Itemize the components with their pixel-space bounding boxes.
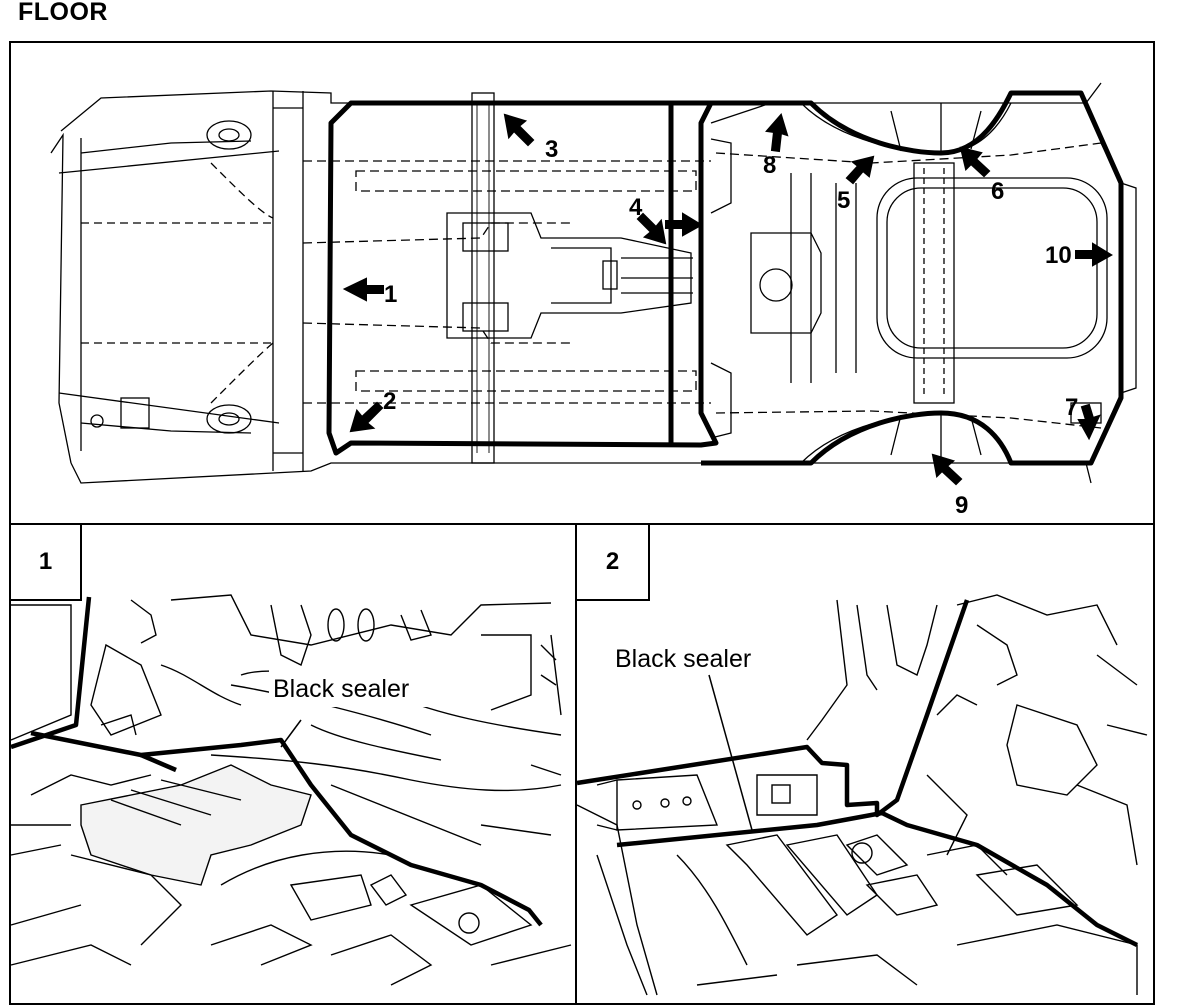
detail-2-label: Black sealer: [615, 645, 751, 673]
arrow-4a-icon: [636, 212, 667, 245]
detail-2-diagram: Black sealer: [576, 594, 1148, 996]
callout-4: 4: [629, 194, 643, 221]
floor-overview-panel: 1 2 3 4 5 6 7 8 9 10: [9, 41, 1155, 525]
detail-2-floor-drawing: [576, 594, 1148, 996]
callout-7: 7: [1065, 394, 1078, 421]
callout-8: 8: [763, 152, 776, 179]
callout-5: 5: [837, 187, 850, 214]
callout-10: 10: [1045, 242, 1072, 269]
callout-9: 9: [955, 492, 968, 519]
detail-1-leader-line: [280, 719, 302, 748]
floor-outline: [50, 82, 1137, 484]
arrow-8-icon: [765, 112, 789, 153]
detail-2-number: 2: [577, 525, 650, 601]
detail-1-floor-drawing: [10, 594, 572, 986]
detail-2-sealer-line: [576, 599, 1139, 948]
arrow-1-icon: [342, 277, 384, 302]
detail-1-label: Black sealer: [273, 675, 409, 703]
floor-overview-diagram: 1 2 3 4 5 6 7 8 9 10: [50, 82, 1137, 519]
callout-2: 2: [383, 388, 396, 415]
page-title: FLOOR: [18, 0, 108, 26]
arrow-6-icon: [959, 146, 991, 178]
detail-1-panel: Black sealer 1: [9, 523, 577, 1005]
detail-1-label-bg: [269, 669, 449, 707]
arrow-7-icon: [1077, 403, 1101, 441]
detail-2-panel: Black sealer 2: [575, 523, 1155, 1005]
callout-1: 1: [384, 281, 397, 308]
arrow-4b-icon: [665, 212, 703, 237]
detail-1-sealer-line: [10, 596, 543, 927]
detail-1-number: 1: [11, 525, 82, 601]
callout-arrows: [342, 112, 1113, 486]
arrow-3-icon: [503, 113, 535, 147]
detail-2-leader-line: [708, 674, 753, 831]
arrow-5-icon: [845, 155, 875, 185]
sealer-lines: [326, 90, 1124, 466]
arrow-2-icon: [349, 401, 384, 433]
callout-6: 6: [991, 178, 1004, 205]
arrow-9-icon: [931, 453, 963, 486]
callout-3: 3: [545, 136, 558, 163]
detail-1-diagram: Black sealer: [10, 594, 572, 986]
arrow-10-icon: [1075, 242, 1113, 267]
